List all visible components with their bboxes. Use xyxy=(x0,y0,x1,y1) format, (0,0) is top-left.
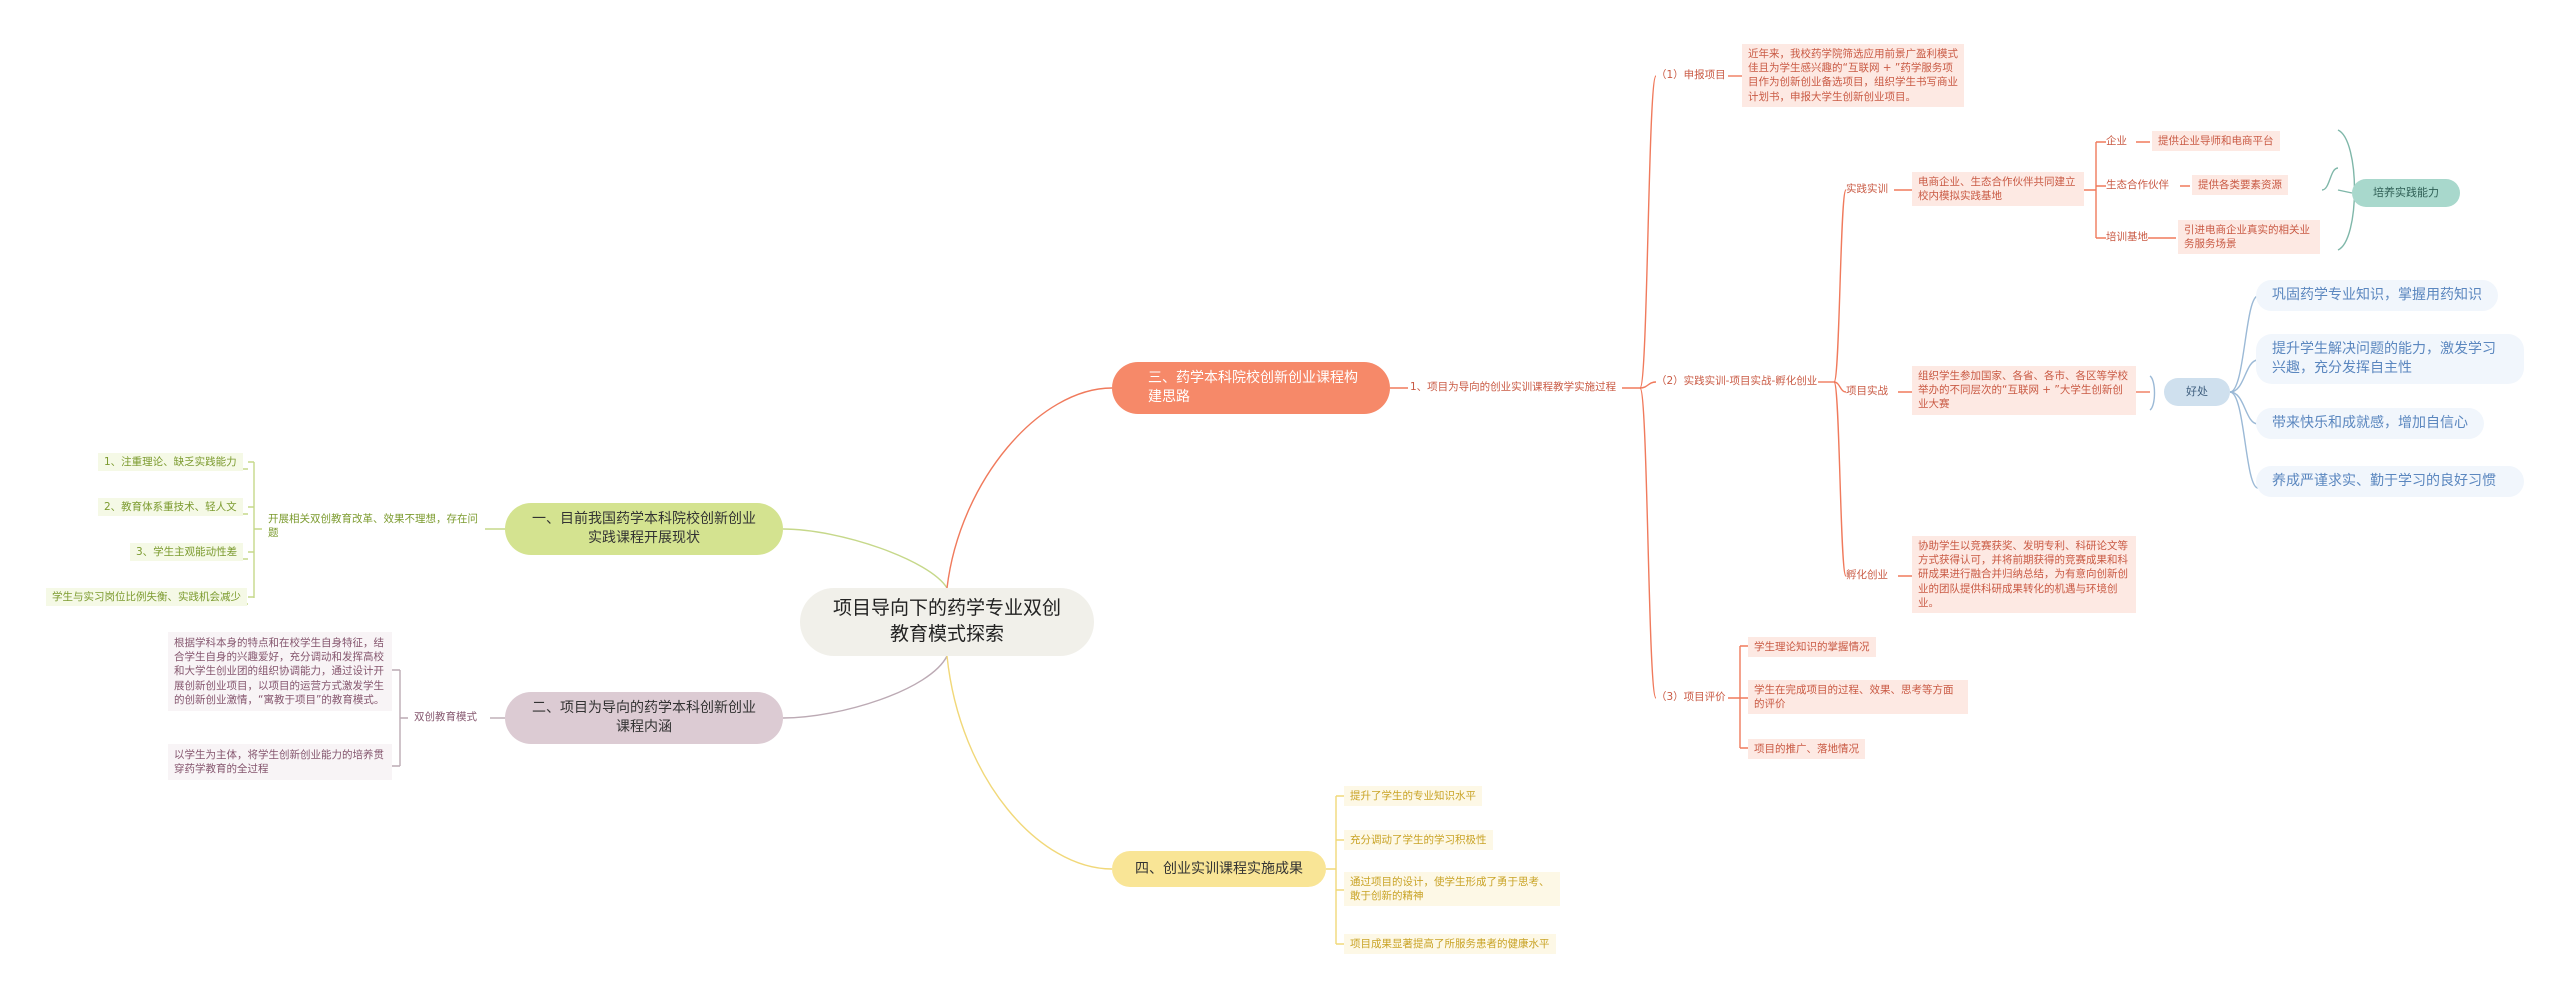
practice-child-label[interactable]: 企业 xyxy=(2106,135,2127,147)
branch3-topic[interactable]: 三、药学本科院校创新创业课程构建思路 xyxy=(1112,362,1390,414)
link-root-branch1 xyxy=(782,528,948,589)
benefit-item[interactable]: 巩固药学专业知识，掌握用药知识 xyxy=(2256,280,2498,311)
benefit-item[interactable]: 养成严谨求实、勤于学习的良好习惯 xyxy=(2256,466,2524,497)
branch4-item[interactable]: 通过项目的设计，使学生形成了勇于思考、敢于创新的精神 xyxy=(1344,872,1560,907)
step3-item[interactable]: 项目的推广、落地情况 xyxy=(1748,739,1865,760)
step1-text[interactable]: 近年来，我校药学院筛选应用前景广盈利模式佳且为学生感兴趣的“互联网 + ”药学服… xyxy=(1742,44,1964,107)
link-root-branch2 xyxy=(782,655,948,719)
benefit-badge[interactable]: 好处 xyxy=(2164,378,2230,406)
combat-text[interactable]: 组织学生参加国家、各省、各市、各区等学校举办的不同层次的“互联网 + ”大学生创… xyxy=(1912,366,2136,415)
link-root-branch3 xyxy=(946,387,1113,589)
step3-item[interactable]: 学生理论知识的掌握情况 xyxy=(1748,637,1876,658)
step2-label[interactable]: （2）实践实训-项目实战-孵化创业 xyxy=(1656,375,1818,387)
practice-text[interactable]: 电商企业、生态合作伙伴共同建立校内模拟实践基地 xyxy=(1912,172,2084,207)
branch1-topic[interactable]: 一、目前我国药学本科院校创新创业实践课程开展现状 xyxy=(505,503,783,555)
practice-child-text[interactable]: 提供企业导师和电商平台 xyxy=(2152,131,2280,152)
ability-badge[interactable]: 培养实践能力 xyxy=(2352,179,2460,207)
practice-child-text[interactable]: 提供各类要素资源 xyxy=(2192,175,2288,196)
branch2-topic[interactable]: 二、项目为导向的药学本科创新创业课程内涵 xyxy=(505,692,783,744)
step3-label[interactable]: （3）项目评价 xyxy=(1656,691,1726,703)
combat-label[interactable]: 项目实战 xyxy=(1846,385,1888,397)
branch1-item[interactable]: 1、注重理论、缺乏实践能力 xyxy=(98,453,243,472)
incubate-label[interactable]: 孵化创业 xyxy=(1846,569,1888,581)
branch4-item[interactable]: 提升了学生的专业知识水平 xyxy=(1344,786,1482,807)
incubate-text[interactable]: 协助学生以竞赛获奖、发明专利、科研论文等方式获得认可，并将前期获得的竞赛成果和科… xyxy=(1912,536,2136,613)
root-topic[interactable]: 项目导向下的药学专业双创教育模式探索 xyxy=(800,588,1094,656)
branch4-item[interactable]: 项目成果显著提高了所服务患者的健康水平 xyxy=(1344,934,1556,955)
branch4-item[interactable]: 充分调动了学生的学习积极性 xyxy=(1344,830,1493,851)
branch4-topic[interactable]: 四、创业实训课程实施成果 xyxy=(1112,851,1326,887)
branch2-item[interactable]: 以学生为主体，将学生创新创业能力的培养贯穿药学教育的全过程 xyxy=(168,744,392,781)
branch3-sub[interactable]: 1、项目为导向的创业实训课程教学实施过程 xyxy=(1410,381,1617,393)
practice-label[interactable]: 实践实训 xyxy=(1846,183,1888,195)
branch1-item[interactable]: 3、学生主观能动性差 xyxy=(130,543,244,562)
step3-item[interactable]: 学生在完成项目的过程、效果、思考等方面的评价 xyxy=(1748,680,1968,715)
benefit-item[interactable]: 带来快乐和成就感，增加自信心 xyxy=(2256,408,2484,439)
branch2-mode[interactable]: 双创教育模式 xyxy=(414,711,477,723)
benefit-item[interactable]: 提升学生解决问题的能力，激发学习兴趣，充分发挥自主性 xyxy=(2256,334,2524,384)
practice-child-label[interactable]: 生态合作伙伴 xyxy=(2106,179,2169,191)
branch1-item[interactable]: 学生与实习岗位比例失衡、实践机会减少 xyxy=(46,588,247,607)
link-root-branch4 xyxy=(946,655,1113,870)
branch1-item[interactable]: 2、教育体系重技术、轻人文 xyxy=(98,498,243,517)
step1-label[interactable]: （1）申报项目 xyxy=(1656,69,1726,81)
practice-child-text[interactable]: 引进电商企业真实的相关业务服务场景 xyxy=(2178,220,2320,255)
branch1-summary[interactable]: 开展相关双创教育改革、效果不理想，存在问题 xyxy=(268,513,478,540)
branch2-item[interactable]: 根据学科本身的特点和在校学生自身特征，结合学生自身的兴趣爱好，充分调动和发挥高校… xyxy=(168,632,392,711)
practice-child-label[interactable]: 培训基地 xyxy=(2106,231,2148,243)
